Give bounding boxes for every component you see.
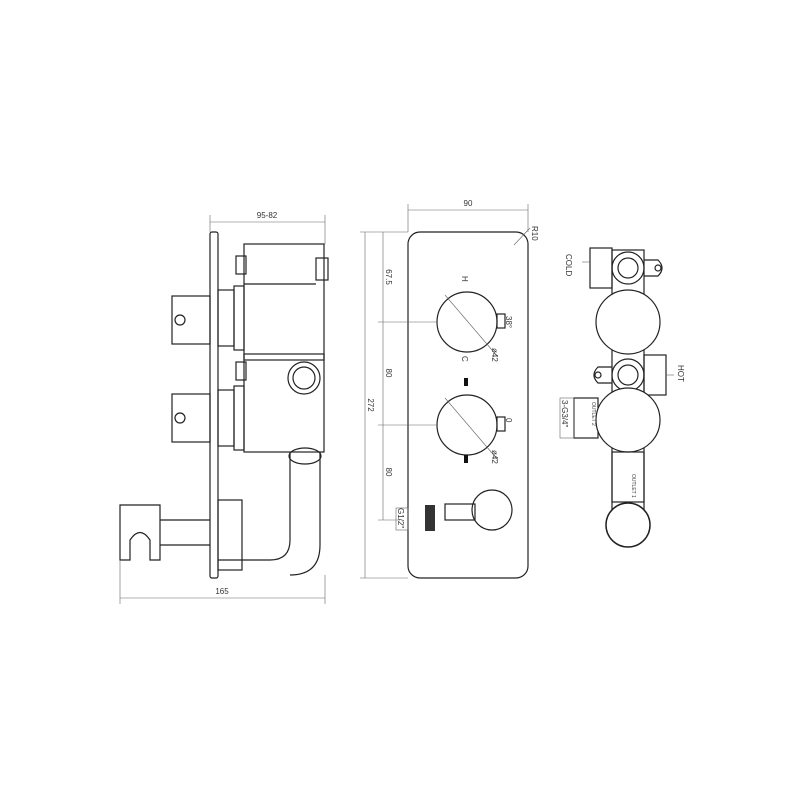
spacing-bottom-dimension: 80 (384, 468, 393, 477)
spacing-mid-dimension: 80 (384, 369, 393, 378)
cold-marker: C (460, 356, 469, 362)
side-depth-dimension: 95-82 (257, 211, 278, 220)
cold-inlet-label: COLD (564, 254, 573, 276)
front-view: 90 R10 272 67.5 80 80 ø42 ø42 38° H C 0 … (360, 199, 539, 579)
angle-label: 38° (504, 316, 513, 328)
side-projection-dimension: 165 (215, 587, 229, 596)
outlet-thread-label: 3-G3/4" (560, 400, 569, 427)
corner-radius-label: R10 (530, 226, 539, 241)
hot-inlet-label: HOT (676, 365, 685, 382)
side-view: 95-82 165 (119, 211, 329, 604)
knob-diameter-1: ø42 (490, 348, 499, 362)
valve-body-view: COLD HOT 3-G3/4" OUTLET 2 OUTLET 1 (559, 247, 685, 548)
outlet-1-label: OUTLET 1 (630, 474, 636, 498)
front-outlet-thread: G1/2" (396, 508, 405, 528)
outlet-2-label: OUTLET 2 (590, 402, 596, 426)
off-marker: 0 (504, 418, 513, 423)
spacing-top-dimension: 67.5 (384, 269, 393, 285)
front-height-dimension: 272 (366, 398, 375, 412)
knob-diameter-2: ø42 (490, 450, 499, 464)
hot-marker: H (460, 276, 469, 282)
front-width-dimension: 90 (464, 199, 473, 208)
